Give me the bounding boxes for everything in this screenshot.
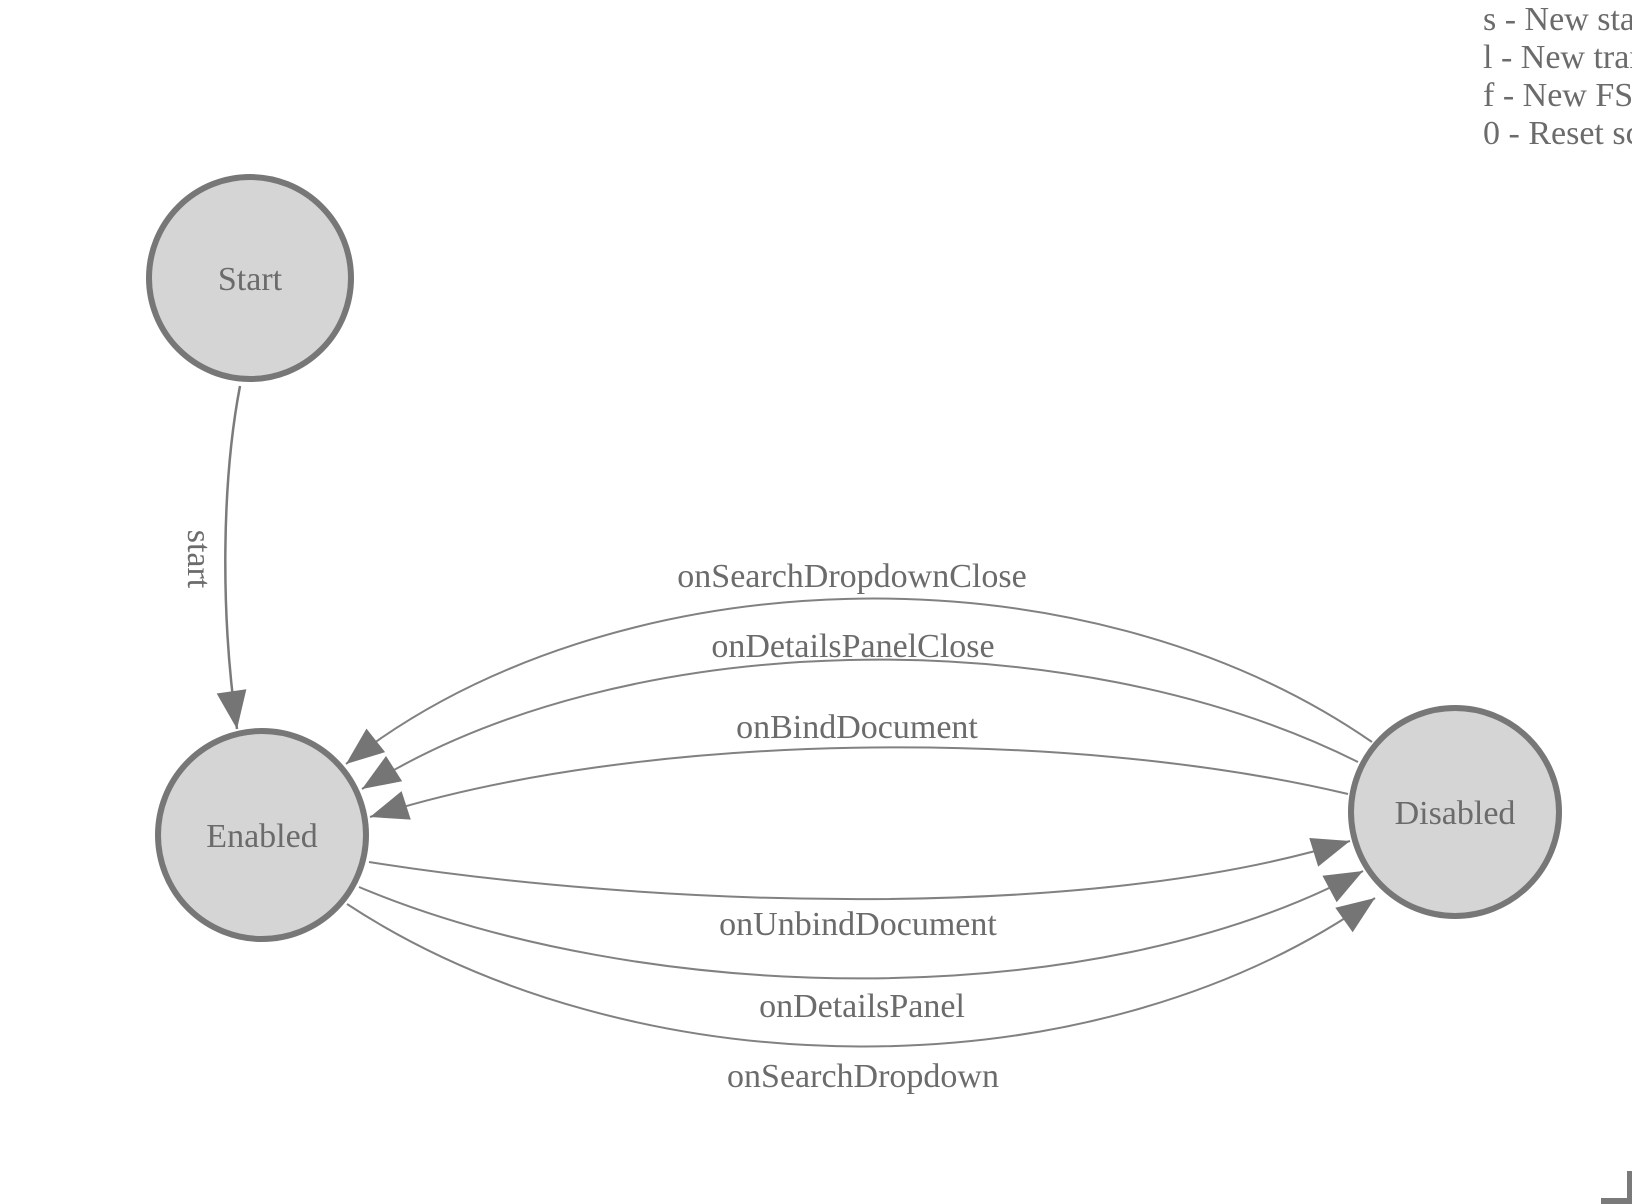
edge-onsearchdropdown[interactable] — [346, 897, 1376, 1048]
node-start[interactable]: Start — [146, 174, 354, 382]
edge-label-onsearchdropdown: onSearchDropdown — [727, 1058, 999, 1095]
edge-ondetailspanelclose[interactable] — [361, 658, 1359, 790]
node-enabled-circle[interactable] — [155, 728, 369, 942]
edge-label-ondetailspanel: onDetailsPanel — [759, 988, 965, 1025]
edge-label-start: start — [180, 530, 217, 589]
edge-label-onunbinddocument: onUnbindDocument — [719, 906, 997, 943]
node-enabled[interactable]: Enabled — [155, 728, 369, 942]
edge-onunbinddocument[interactable] — [368, 837, 1351, 901]
edge-label-onsearchdropdownclose: onSearchDropdownClose — [677, 558, 1026, 595]
edge-ondetailspanel[interactable] — [358, 870, 1364, 980]
edge-start-to-enabled[interactable] — [216, 385, 247, 730]
legend-item-new-transition: l - New transition — [1483, 39, 1632, 76]
edge-onbinddocument[interactable] — [369, 746, 1349, 820]
node-start-circle[interactable] — [146, 174, 354, 382]
edge-label-onbinddocument: onBindDocument — [736, 709, 978, 746]
panel-corner-vertical — [1627, 1171, 1632, 1204]
node-disabled[interactable]: Disabled — [1348, 705, 1562, 919]
node-start-label: Start — [218, 261, 283, 298]
legend-item-new-fsm: f - New FSM — [1483, 77, 1632, 114]
edge-label-ondetailspanelclose: onDetailsPanelClose — [711, 628, 994, 665]
node-enabled-label: Enabled — [206, 818, 317, 855]
node-disabled-label: Disabled — [1395, 795, 1516, 832]
legend-item-reset-scale: 0 - Reset scale — [1483, 115, 1632, 152]
node-disabled-circle[interactable] — [1348, 705, 1562, 919]
shortcut-legend: s - New state l - New transition f - New… — [1483, 1, 1632, 153]
panel-corner-horizontal — [1601, 1198, 1632, 1204]
edge-onsearchdropdownclose[interactable] — [345, 597, 1373, 765]
legend-item-new-state: s - New state — [1483, 1, 1632, 38]
